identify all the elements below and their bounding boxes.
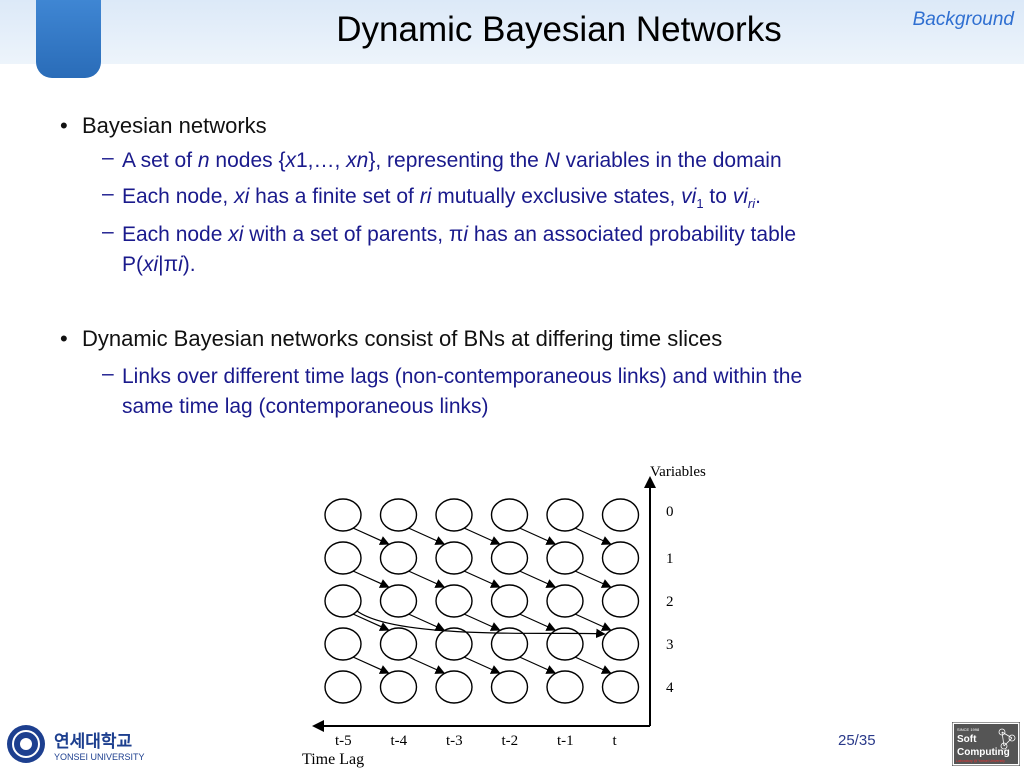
bullet-dot: • [60, 326, 68, 351]
time-label: t-1 [557, 733, 574, 749]
subbullet-text: Each node xi with a set of parents, πi h… [122, 223, 797, 276]
dbn-edge [408, 570, 446, 588]
header-tab-decoration [36, 0, 101, 78]
dbn-node [379, 627, 418, 661]
dbn-edge [574, 656, 612, 674]
svg-text:Soft: Soft [957, 734, 977, 745]
dbn-node [435, 541, 473, 575]
x-axis-arrow-icon [312, 720, 324, 732]
dbn-node [546, 541, 584, 575]
dbn-edge [574, 570, 612, 588]
dbn-node [379, 498, 418, 532]
bullet-text: Bayesian networks [82, 113, 267, 138]
subbullet-text: A set of n nodes {x1,…, xn}, representin… [122, 149, 782, 172]
variable-label: 2 [666, 594, 674, 610]
dbn-node [546, 584, 584, 618]
variable-label: 3 [666, 637, 674, 653]
dbn-edge [463, 613, 501, 631]
section-label: Background [912, 9, 1014, 30]
dbn-node [324, 584, 362, 618]
dbn-edge [352, 613, 390, 631]
dbn-node [379, 670, 418, 704]
dbn-node [601, 541, 640, 575]
dbn-node [490, 541, 529, 575]
subbullet-text: Each node, xi has a finite set of ri mut… [122, 185, 761, 212]
yonsei-korean-name: 연세대학교 [54, 732, 133, 752]
dbn-edge [463, 656, 501, 674]
bullet-text: Dynamic Bayesian networks consist of BNs… [82, 326, 723, 351]
dbn-node [324, 670, 362, 704]
dbn-node [601, 670, 640, 704]
network-icon [998, 728, 1016, 750]
dbn-node [435, 627, 473, 661]
dbn-node [546, 627, 584, 661]
dbn-edge [408, 656, 446, 674]
dbn-node [490, 584, 529, 618]
time-label: t-3 [446, 733, 463, 749]
dbn-edge [519, 570, 557, 588]
dbn-edge [519, 656, 557, 674]
dbn-node [379, 584, 418, 618]
dbn-node [601, 584, 640, 618]
dbn-edge [408, 613, 446, 631]
dbn-node [435, 584, 473, 618]
bullet-dot: • [60, 113, 68, 138]
dbn-node [490, 670, 529, 704]
time-label: t [613, 733, 618, 749]
yonsei-logo: 연세대학교 YONSEI UNIVERSITY [4, 722, 204, 766]
dbn-node [324, 627, 362, 661]
dbn-node [379, 541, 418, 575]
dbn-node [324, 498, 362, 532]
dbn-edge [352, 570, 390, 588]
y-axis-arrow-icon [644, 476, 656, 488]
variable-label: 1 [666, 551, 674, 567]
svg-text:Computing: Computing [957, 747, 1010, 758]
dbn-edge [352, 656, 390, 674]
variable-label: 4 [666, 680, 674, 696]
yonsei-english-name: YONSEI UNIVERSITY [54, 752, 145, 762]
soft-computing-logo: SINCE 1998 Soft Computing Laboratory @ Y… [951, 721, 1021, 767]
dbn-node [546, 498, 584, 532]
time-label: t-4 [391, 733, 408, 749]
dbn-edge [574, 527, 612, 545]
dbn-node [490, 498, 529, 532]
dbn-edge [408, 527, 446, 545]
axis-timelag-label: Time Lag [302, 751, 364, 768]
dbn-node [324, 541, 362, 575]
dbn-edge [463, 570, 501, 588]
dbn-edge [463, 527, 501, 545]
dbn-node [435, 670, 473, 704]
dbn-diagram: Variables Time Lag 0 1 2 3 4 t-5 t-4 t-3 t-2 t-1… [302, 464, 706, 768]
dbn-edge [574, 613, 612, 631]
dbn-node [490, 627, 529, 661]
svg-text:SINCE 1998: SINCE 1998 [957, 727, 980, 732]
page-number: 25/35 [838, 732, 876, 749]
time-label: t-2 [502, 733, 519, 749]
dbn-edge [519, 527, 557, 545]
dbn-node [601, 627, 640, 661]
dbn-edge [352, 527, 390, 545]
dbn-edge [356, 610, 606, 639]
dbn-node [601, 498, 640, 532]
time-label: t-5 [335, 733, 352, 749]
dbn-edge [519, 613, 557, 631]
slide-title: Dynamic Bayesian Networks [336, 10, 782, 49]
header-bar [0, 0, 1024, 64]
dbn-node [435, 498, 473, 532]
svg-text:Laboratory @ Yonsei University: Laboratory @ Yonsei University [956, 759, 1005, 763]
subbullet-text: Links over different time lags (non-cont… [122, 365, 803, 418]
axis-variables-label: Variables [650, 464, 706, 480]
variable-label: 0 [666, 504, 674, 520]
dbn-node [546, 670, 584, 704]
